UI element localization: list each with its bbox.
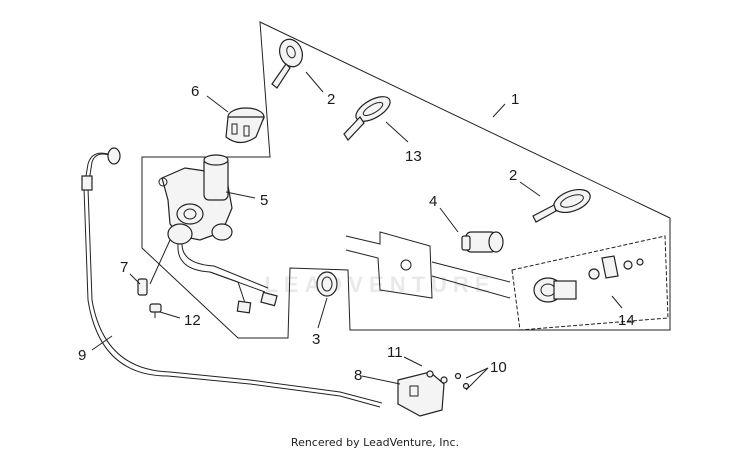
callout-10: 10 [490,359,507,376]
key-icon [343,96,391,141]
kit-outline [141,21,671,339]
callout-2: 2 [509,167,517,184]
callout-11: 11 [387,344,403,361]
watermark: LEADVENTURE [264,272,496,297]
item-14-box [511,235,669,331]
callout-8: 8 [354,367,362,384]
key-icon [532,188,591,223]
callout-2: 2 [327,91,335,108]
callout-12: 12 [184,312,201,329]
callout-5: 5 [260,192,268,209]
callout-14: 14 [618,312,635,329]
screw-icon [149,303,162,318]
key-icon [271,38,303,89]
callout-9: 9 [78,347,86,364]
callout-13: 13 [405,148,422,165]
cable-icon [81,147,383,408]
footer-credit: Rencered by LeadVenture, Inc. [290,436,460,449]
callout-1: 1 [511,91,519,108]
callout-6: 6 [191,83,199,100]
lock-cylinder-icon [461,231,504,253]
grommet-icon [316,271,338,297]
callout-3: 3 [312,331,320,348]
lock-assembly-icon [533,255,644,303]
callout-7: 7 [120,259,128,276]
callout-4: 4 [429,193,437,210]
leader-lines [91,71,623,391]
latch-icon [397,370,470,417]
screw-icon [137,278,148,296]
cap-icon [225,107,265,144]
ignition-switch-icon [149,154,278,314]
bracket-icon [345,231,511,299]
